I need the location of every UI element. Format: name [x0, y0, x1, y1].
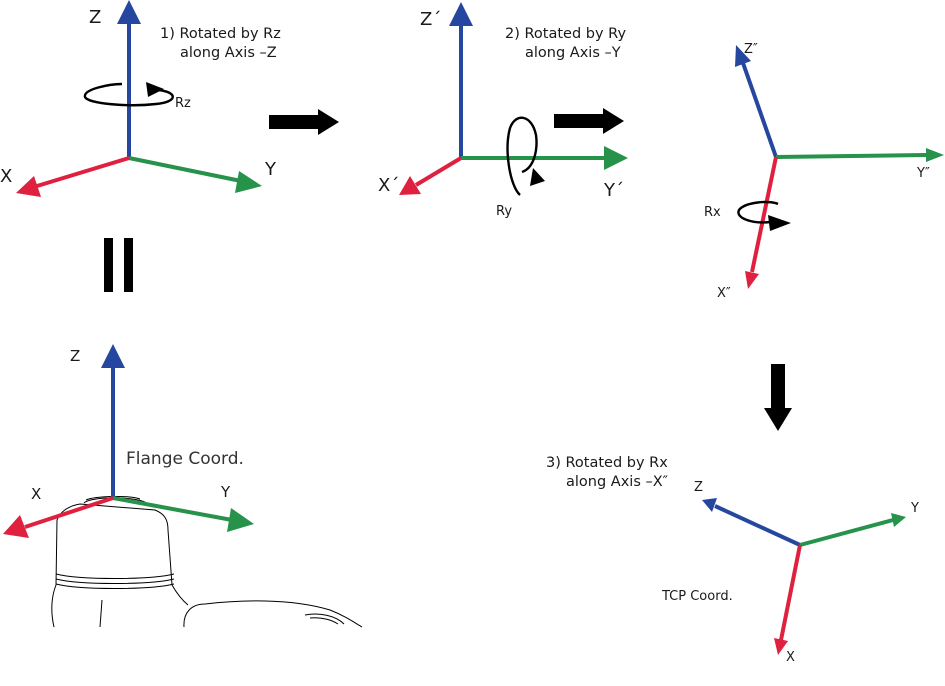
tcp-x-label: X [786, 650, 795, 665]
equals-icon [104, 238, 133, 292]
tcp-x-axis [779, 544, 802, 641]
flange-x-axis [24, 496, 114, 529]
frame1-y-label: Y [264, 159, 277, 180]
flange-x-arrowhead [3, 515, 29, 538]
flange-caption: Flange Coord. [126, 449, 244, 469]
rotation-icon [83, 82, 174, 107]
tcp-z-label: Z [694, 480, 703, 495]
frame1-x-label: X [0, 166, 12, 187]
frame-3: Z″ Y″ X″ Rx [704, 42, 944, 301]
frame3-z-label: Z″ [744, 42, 758, 57]
frame3-y-arrowhead [926, 148, 944, 162]
tcp-y-arrowhead [891, 513, 906, 527]
frame3-y-label: Y″ [916, 166, 930, 181]
frame1-z-arrowhead [117, 0, 141, 24]
frame2-rotation-label: Ry [496, 204, 512, 219]
frame2-x-arrowhead [399, 176, 421, 195]
flange-z-label: Z [70, 347, 80, 365]
frame1-caption-line1: 1) Rotated by Rz [160, 26, 281, 42]
frame2-z-label: Z´ [420, 9, 441, 30]
frame2-x-axis [414, 156, 463, 187]
frame3-z-axis [741, 62, 778, 158]
frame1-x-axis [36, 156, 130, 188]
tcp-caption: TCP Coord. [661, 589, 733, 604]
right-arrow-icon [269, 109, 339, 135]
frame3-x-label: X″ [717, 286, 731, 301]
flange-x-label: X [31, 485, 41, 503]
tcp-x-arrowhead [774, 638, 788, 655]
frame1-z-label: Z [89, 7, 101, 28]
rotation-icon [737, 200, 791, 231]
tcp-z-arrowhead [702, 498, 717, 512]
frame2-y-arrowhead [604, 146, 628, 170]
tcp-y-axis [799, 518, 894, 547]
flange-frame: Z X Y Flange Coord. [3, 344, 363, 628]
frame2-z-arrowhead [449, 2, 473, 26]
flange-y-label: Y [220, 483, 231, 501]
frame3-z-arrowhead [735, 45, 751, 67]
frame3-x-axis [750, 156, 778, 273]
frame1-x-arrowhead [16, 176, 41, 197]
rotation-icon [506, 116, 545, 196]
flange-z-arrowhead [101, 344, 125, 368]
right-arrow-icon [554, 108, 624, 134]
tcp-frame: 3) Rotated by Rx along Axis –X″ Z Y X TC… [546, 455, 919, 665]
frame1-y-axis [128, 156, 242, 183]
frame2-caption-line2: along Axis –Y [525, 45, 621, 61]
frame3-rotation-label: Rx [704, 205, 721, 220]
tcp-y-label: Y [910, 501, 919, 516]
frame3-x-arrowhead [745, 271, 759, 289]
frame2-x-label: X´ [378, 175, 399, 196]
tcp-z-axis [714, 504, 801, 547]
frame-2: Z´ X´ Y´ Ry 2) Rotated by Ry along Axis … [378, 2, 628, 219]
frame1-caption-line2: along Axis –Z [180, 45, 277, 61]
frame2-y-label: Y´ [603, 180, 624, 201]
frame-1: Z X Y Rz 1) Rotated by Rz along Axis –Z [0, 0, 281, 197]
frame3-y-axis [775, 153, 927, 159]
frame2-caption-line1: 2) Rotated by Ry [505, 26, 626, 42]
tcp-step-line2: along Axis –X″ [566, 474, 669, 490]
frame1-rotation-label: Rz [175, 96, 191, 111]
flange-y-arrowhead [227, 508, 254, 532]
down-arrow-icon [764, 364, 792, 431]
tcp-step-line1: 3) Rotated by Rx [546, 455, 668, 471]
frame1-y-arrowhead [235, 171, 262, 193]
flange-y-axis [112, 496, 233, 522]
